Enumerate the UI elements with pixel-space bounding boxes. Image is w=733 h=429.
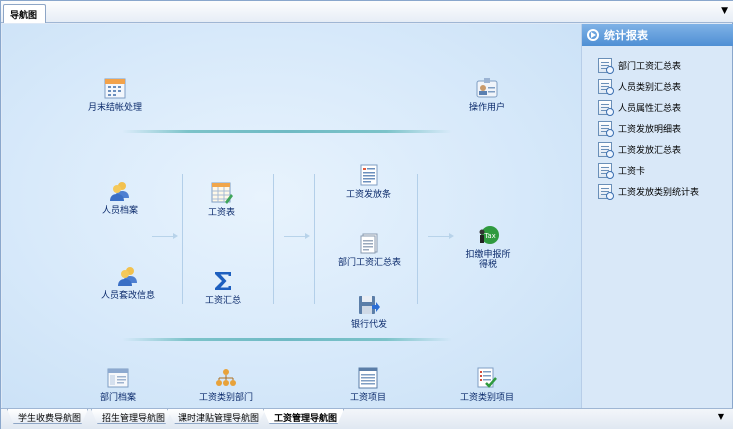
- node-dept-summary[interactable]: 部门工资汇总表: [338, 232, 401, 268]
- node-label: 月末结帐处理: [88, 103, 143, 113]
- users-icon: [109, 180, 131, 202]
- node-tax[interactable]: Tax 扣缴申报所得税: [464, 224, 512, 270]
- bottom-tab-bar: 学生收费导航图 招生管理导航图 课时津贴管理导航图 工资管理导航图 ▼: [1, 408, 733, 429]
- node-label: 银行代发: [351, 320, 388, 330]
- report-item-payment-summary[interactable]: 工资发放汇总表: [598, 139, 728, 160]
- document-list-icon: [358, 164, 380, 186]
- node-label: 工资汇总: [205, 296, 242, 306]
- report-icon: [359, 232, 381, 254]
- bracket-salary: [182, 174, 274, 304]
- report-search-icon: [598, 79, 614, 95]
- node-pay-slip[interactable]: 工资发放条: [346, 164, 391, 200]
- node-bank-payment[interactable]: 银行代发: [351, 294, 387, 330]
- node-label: 人员套改信息: [100, 291, 155, 301]
- node-label: 操作用户: [469, 103, 506, 113]
- node-month-end[interactable]: 月末结帐处理: [88, 77, 142, 113]
- checklist-icon: [476, 367, 498, 389]
- report-search-icon: [598, 100, 614, 116]
- spreadsheet-icon: [211, 182, 233, 204]
- node-salary-table[interactable]: 工资表: [208, 182, 235, 218]
- top-tab-bar: 导航图 ▼: [1, 1, 733, 23]
- tabs-dropdown-icon[interactable]: ▼: [717, 412, 724, 421]
- tab-class-allowance[interactable]: 课时津贴管理导航图: [167, 409, 267, 424]
- report-item-payment-category-stats[interactable]: 工资发放类别统计表: [598, 181, 728, 202]
- tab-student-fees[interactable]: 学生收费导航图: [7, 409, 89, 424]
- report-item-personnel-attribute[interactable]: 人员属性汇总表: [598, 97, 728, 118]
- report-item-personnel-category[interactable]: 人员类别汇总表: [598, 76, 728, 97]
- node-label: 工资项目: [350, 393, 387, 403]
- report-search-icon: [598, 58, 614, 74]
- separator-top: [122, 130, 452, 133]
- node-label: 部门档案: [100, 393, 137, 403]
- flow-arrow-3: [428, 233, 454, 239]
- bracket-payment: [314, 174, 418, 304]
- list-window-icon: [357, 367, 379, 389]
- dropdown-arrow-icon[interactable]: ▼: [721, 6, 728, 16]
- node-personnel-file[interactable]: 人员档案: [102, 180, 138, 216]
- node-label: 扣缴申报所得税: [465, 250, 511, 270]
- node-dept-file[interactable]: 部门档案: [100, 367, 136, 403]
- node-label: 人员档案: [102, 206, 139, 216]
- org-chart-icon: [215, 367, 237, 389]
- calendar-icon: [104, 77, 126, 99]
- tab-salary-management[interactable]: 工资管理导航图: [263, 409, 345, 424]
- tab-navigation-map[interactable]: 导航图: [3, 4, 47, 23]
- node-operator[interactable]: 操作用户: [469, 77, 505, 113]
- report-search-icon: [598, 142, 614, 158]
- node-label: 部门工资汇总表: [338, 258, 402, 268]
- node-label: 工资发放条: [346, 190, 392, 200]
- svg-text:Tax: Tax: [483, 232, 496, 240]
- report-search-icon: [598, 184, 614, 200]
- report-list: 部门工资汇总表 人员类别汇总表 人员属性汇总表 工资发放明细表 工资发放汇总表 …: [598, 55, 728, 202]
- navigation-canvas: 月末结帐处理 操作用户 人员档案 人员套改信息: [2, 24, 581, 408]
- sigma-icon: [212, 270, 234, 292]
- node-personnel-change[interactable]: 人员套改信息: [98, 265, 158, 301]
- user-card-icon: [476, 77, 498, 99]
- report-item-salary-card[interactable]: 工资卡: [598, 160, 728, 181]
- report-panel-title: 统计报表: [604, 29, 648, 42]
- node-salary-category-dept[interactable]: 工资类别部门: [199, 367, 253, 403]
- node-label: 工资类别部门: [199, 393, 254, 403]
- flow-arrow-1: [152, 233, 178, 239]
- node-label: 工资表: [208, 208, 236, 218]
- flow-arrow-2: [284, 233, 310, 239]
- node-salary-summary[interactable]: 工资汇总: [205, 270, 241, 306]
- floppy-disk-icon: [358, 294, 380, 316]
- node-salary-item[interactable]: 工资项目: [350, 367, 386, 403]
- report-item-dept-salary-summary[interactable]: 部门工资汇总表: [598, 55, 728, 76]
- tab-enrollment[interactable]: 招生管理导航图: [91, 409, 173, 424]
- report-search-icon: [598, 163, 614, 179]
- report-search-icon: [598, 121, 614, 137]
- report-item-payment-detail[interactable]: 工资发放明细表: [598, 118, 728, 139]
- node-label: 工资类别项目: [460, 393, 515, 403]
- tax-icon: Tax: [477, 224, 499, 246]
- node-salary-category-item[interactable]: 工资类别项目: [460, 367, 514, 403]
- collapse-arrow-icon[interactable]: [587, 29, 599, 41]
- report-panel: 统计报表 部门工资汇总表 人员类别汇总表 人员属性汇总表 工资发放明细表 工资发…: [581, 24, 733, 408]
- window-icon: [107, 367, 129, 389]
- users-icon: [117, 265, 139, 287]
- report-panel-header[interactable]: 统计报表: [582, 24, 733, 46]
- separator-bottom: [122, 338, 452, 341]
